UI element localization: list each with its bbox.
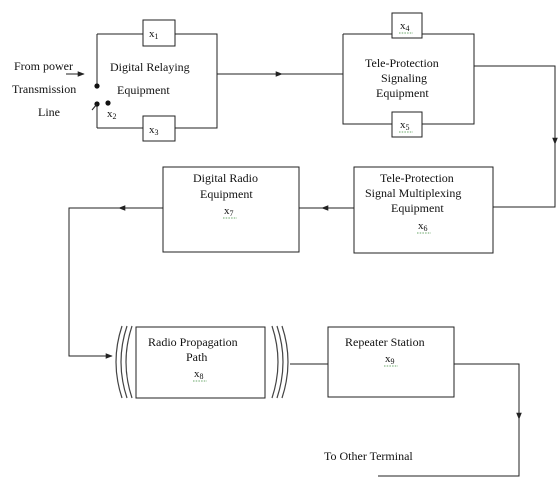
- mux-label-line2: Signal Multiplexing: [365, 186, 461, 200]
- wave-left-3: [125, 325, 133, 399]
- mux-label-line3: Equipment: [391, 201, 444, 215]
- wave-right-3: [281, 325, 289, 399]
- relay-label-line1: Digital Relaying: [110, 60, 190, 74]
- input-label-line3: Line: [38, 105, 60, 119]
- propagation-block: Radio Propagation Path x8: [115, 325, 289, 399]
- input-label-line1: From power: [14, 59, 73, 73]
- line-to-mux: [493, 144, 556, 208]
- relay-label-line2: Equipment: [117, 83, 170, 97]
- digital-radio-block: Digital Radio Equipment x7: [162, 166, 300, 253]
- radio-x7-label: x7: [224, 205, 234, 218]
- line-to-output: [378, 419, 520, 477]
- wave-left-2: [120, 325, 128, 399]
- signal-x5-label: x5: [400, 119, 410, 132]
- switch-lever: [91, 103, 98, 111]
- wave-left-1: [115, 325, 123, 399]
- tele-signaling-block: x4 x5 Tele-Protection Signaling Equipmen…: [342, 12, 475, 138]
- signal-x5-box: [391, 111, 423, 138]
- radio-label-line2: Equipment: [200, 187, 253, 201]
- relay-x1-label: x1: [149, 28, 159, 41]
- output-label: To Other Terminal: [324, 449, 413, 463]
- relay-x3-box: [142, 115, 176, 142]
- mux-x6-label: x6: [418, 220, 428, 233]
- mux-box: [353, 166, 494, 254]
- wave-right-2: [276, 325, 284, 399]
- signal-label-line1: Tele-Protection: [365, 56, 439, 70]
- wave-right-1: [271, 325, 279, 399]
- repeater-block: Repeater Station x9: [327, 326, 455, 398]
- digital-relaying-block: x1 x3 Digital Relaying Equipment x2: [91, 19, 218, 142]
- arrow-repeater-down: [454, 363, 522, 420]
- tele-multiplexing-block: Tele-Protection Signal Multiplexing Equi…: [353, 166, 494, 254]
- radio-label-line1: Digital Radio: [193, 171, 258, 185]
- relay-frame: [97, 33, 218, 129]
- relay-x3-label: x3: [149, 124, 159, 137]
- propagation-label-line2: Path: [186, 350, 207, 364]
- mux-label-line1: Tele-Protection: [380, 171, 454, 185]
- switch-x2-label: x2: [107, 108, 117, 121]
- switch-contact-right: [105, 100, 111, 106]
- switch-contact-top: [94, 83, 100, 89]
- signal-x4-box: [391, 12, 423, 39]
- propagation-x8-label: x8: [194, 368, 204, 381]
- input-label-line2: Transmission: [12, 82, 76, 96]
- signal-x4-label: x4: [400, 20, 410, 33]
- propagation-label-line1: Radio Propagation: [148, 335, 238, 349]
- repeater-label-line1: Repeater Station: [345, 335, 425, 349]
- repeater-x9-label: x9: [385, 353, 395, 366]
- repeater-box: [327, 326, 455, 398]
- radio-box: [162, 166, 300, 253]
- signal-label-line3: Equipment: [376, 86, 429, 100]
- arrow-signal-down: [474, 65, 558, 145]
- signal-frame: [342, 33, 475, 125]
- propagation-box: [135, 326, 266, 399]
- signal-label-line2: Signaling: [381, 71, 427, 85]
- relay-x1-box: [142, 19, 176, 47]
- line-to-propagation: [68, 207, 119, 359]
